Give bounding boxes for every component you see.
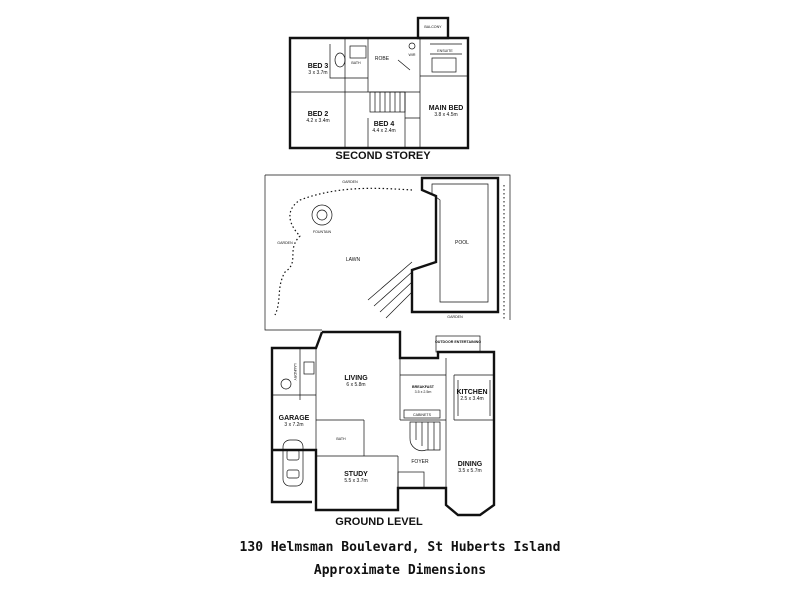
garden-label-top: GARDEN <box>342 180 358 184</box>
bath-label: BATH <box>351 61 361 65</box>
kitchen-dimensions: 2.5 x 3.4m <box>460 396 483 402</box>
ground-stairs <box>409 421 441 451</box>
robe-label: ROBE <box>375 56 390 62</box>
front-porch <box>397 471 425 489</box>
pool-deck-outline <box>410 176 500 314</box>
bed4-dimensions: 4.4 x 2.4m <box>372 128 395 134</box>
pool-label: POOL <box>455 240 469 246</box>
toilet-icon <box>334 52 346 68</box>
dining-bay-window <box>445 504 495 516</box>
kitchen-label: KITCHEN <box>456 389 487 396</box>
fountain-label: FOUNTAIN <box>313 230 332 234</box>
ground-level-plan: OUTDOOR ENTERTAINING LIVING 6 x 5.8m BRE… <box>270 330 496 517</box>
study-label: STUDY <box>344 471 368 478</box>
ground-floor-outline <box>270 330 496 517</box>
ground-level-heading: GROUND LEVEL <box>335 516 423 528</box>
garage-label: GARAGE <box>279 415 310 422</box>
property-boundary <box>264 174 511 331</box>
ensuite-bath-icon <box>431 57 457 73</box>
breakfast-dimensions: 3.5 x 2.5m <box>415 390 432 394</box>
car-icon <box>282 439 304 487</box>
kitchen-benches <box>457 380 491 416</box>
cabinets-label: CABINETS <box>413 413 432 417</box>
garden-area: FOUNTAIN LAWN GARDEN GARDEN GARDEN POOL <box>264 174 511 331</box>
breakfast-label: BREAKFAST <box>412 385 435 389</box>
garden-bed-edge <box>274 187 413 316</box>
living-label: LIVING <box>344 375 368 382</box>
upper-floor-outline <box>288 36 470 150</box>
bath-tub-icon <box>349 45 367 59</box>
washing-machine-icon <box>280 378 292 390</box>
second-storey-plan: BED 3 3 x 3.7m BED 2 4.2 x 3.4m BED 4 4.… <box>288 16 470 150</box>
garden-steps <box>367 261 413 319</box>
dimensions-note: Approximate Dimensions <box>313 563 487 578</box>
garden-label-bottom: GARDEN <box>447 315 463 319</box>
bed3-label: BED 3 <box>308 63 329 70</box>
upper-stairs <box>369 91 406 113</box>
lawn-label: LAWN <box>346 257 361 263</box>
main-bed-dimensions: 3.8 x 4.5m <box>434 112 457 118</box>
bed2-label: BED 2 <box>308 111 329 118</box>
outdoor-entertaining-label: OUTDOOR ENTERTAINING <box>435 340 481 344</box>
bed2-dimensions: 4.2 x 3.4m <box>306 118 329 124</box>
study-dimensions: 5.5 x 3.7m <box>344 478 367 484</box>
bed4-label: BED 4 <box>374 121 395 128</box>
cabinets-outline <box>403 409 441 419</box>
pool-outline <box>431 183 489 303</box>
basin-icon <box>408 42 416 50</box>
garden-label-left: GARDEN <box>277 241 293 245</box>
bed3-dimensions: 3 x 3.7m <box>308 70 327 76</box>
laundry-label: LAUNDRY <box>293 363 297 381</box>
dining-label: DINING <box>458 461 483 468</box>
address-caption: 130 Helmsman Boulevard, St Huberts Islan… <box>239 540 561 555</box>
living-dimensions: 6 x 5.8m <box>346 382 365 388</box>
ground-internal-walls <box>272 348 494 488</box>
ensuite-label: ENSUITE <box>437 49 453 53</box>
ground-bath-label: BATH <box>336 437 346 441</box>
main-bed-label: MAIN BED <box>429 105 464 112</box>
dining-dimensions: 3.5 x 5.7m <box>458 468 481 474</box>
second-storey-heading: SECOND STOREY <box>335 150 431 162</box>
wir-label: WIR <box>409 53 416 57</box>
outdoor-entertaining-box <box>435 335 481 353</box>
foyer-label: FOYER <box>411 459 429 465</box>
laundry-tub-icon <box>303 361 315 375</box>
fountain-icon <box>311 204 333 226</box>
garage-dimensions: 3 x 7.2m <box>284 422 303 428</box>
balcony-label: BALCONY <box>424 25 442 29</box>
